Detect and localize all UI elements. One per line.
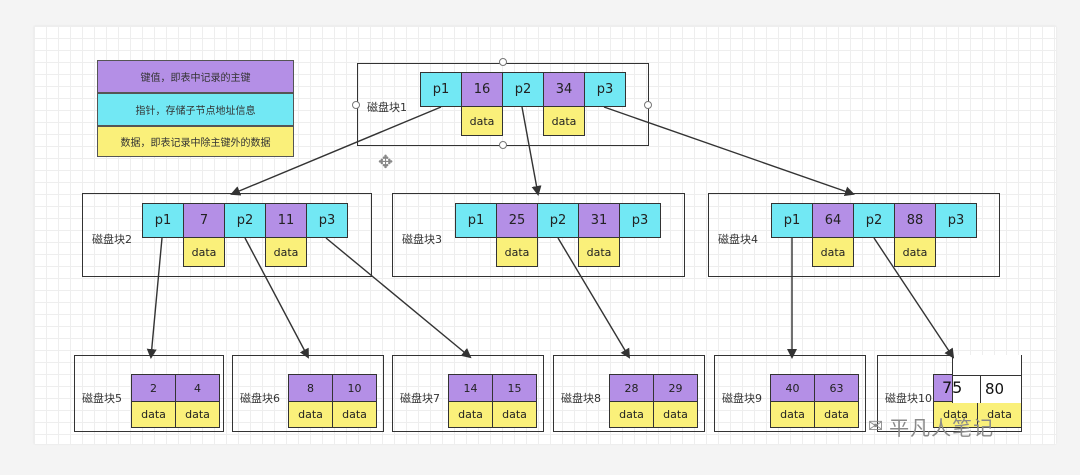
disk-block-2[interactable]	[82, 193, 372, 277]
pointer-cell: p2	[853, 203, 895, 238]
pointer-cell: p2	[537, 203, 579, 238]
pointer-cell: p3	[619, 203, 661, 238]
legend-key: 键值，即表中记录的主键	[97, 60, 294, 93]
disk-block-7-label: 磁盘块7	[400, 392, 440, 405]
data-cell: data	[894, 237, 936, 267]
disk-block-8-label: 磁盘块8	[561, 392, 601, 405]
selection-handle[interactable]	[352, 101, 360, 109]
selection-handle[interactable]	[644, 101, 652, 109]
key-cell: 31	[578, 203, 620, 238]
move-cursor-icon: ✥	[378, 152, 394, 173]
leaf-key-cell: 4	[175, 374, 220, 402]
overlay-key-80: 80	[985, 380, 1005, 398]
leaf-key-cell: 14	[448, 374, 493, 402]
leaf-data-cell: data	[492, 401, 537, 428]
leaf-key-cell: 29	[653, 374, 698, 402]
leaf-data-cell: data	[131, 401, 176, 428]
leaf-data-cell: data	[609, 401, 654, 428]
legend-data: 数据，即表记录中除主键外的数据	[97, 126, 294, 157]
legend-pointer: 指针，存储子节点地址信息	[97, 93, 294, 126]
pointer-cell: p1	[771, 203, 813, 238]
leaf-key-cell: 63	[814, 374, 859, 402]
root-pointer-cell: p3	[584, 72, 626, 107]
leaf-key-cell: 15	[492, 374, 537, 402]
disk-block-9-label: 磁盘块9	[722, 392, 762, 405]
leaf-data-cell: data	[448, 401, 493, 428]
key-cell: 7	[183, 203, 225, 238]
data-cell: data	[183, 237, 225, 267]
disk-block-2-label: 磁盘块2	[92, 233, 132, 246]
leaf-key-cell: 28	[609, 374, 654, 402]
root-key-cell: 34	[543, 72, 585, 107]
leaf-data-cell: data	[933, 401, 978, 428]
leaf-key-cell: 2	[131, 374, 176, 402]
disk-block-1-label: 磁盘块1	[367, 101, 407, 114]
leaf-key-cell: 8	[288, 374, 333, 402]
key-cell: 25	[496, 203, 538, 238]
data-cell: data	[496, 237, 538, 267]
watermark-text: 平凡人笔记	[889, 416, 995, 440]
root-pointer-cell: p2	[502, 72, 544, 107]
root-pointer-cell: p1	[420, 72, 462, 107]
leaf-data-cell: data	[332, 401, 377, 428]
data-cell: data	[265, 237, 307, 267]
overlay-key-75: 75	[942, 378, 963, 397]
leaf-data-cell: data	[653, 401, 698, 428]
leaf-key-cell: 10	[332, 374, 377, 402]
key-cell: 64	[812, 203, 854, 238]
data-cell: data	[578, 237, 620, 267]
wechat-icon: ✉	[868, 416, 884, 437]
leaf-data-cell: data	[288, 401, 333, 428]
leaf-data-cell: data	[814, 401, 859, 428]
disk-block-3-label: 磁盘块3	[402, 233, 442, 246]
leaf-key-cell: 40	[770, 374, 815, 402]
disk-block-10-label: 磁盘块10	[885, 392, 932, 405]
pointer-cell: p3	[306, 203, 348, 238]
leaf-data-cell: data	[175, 401, 220, 428]
leaf-data-cell: data	[977, 401, 1022, 428]
selection-handle[interactable]	[499, 58, 507, 66]
selection-handle[interactable]	[499, 141, 507, 149]
key-cell: 88	[894, 203, 936, 238]
key-cell: 11	[265, 203, 307, 238]
watermark: ✉ 平凡人笔记	[868, 412, 994, 441]
pointer-cell: p1	[455, 203, 497, 238]
disk-block-4-label: 磁盘块4	[718, 233, 758, 246]
leaf-data-cell: data	[770, 401, 815, 428]
disk-block-6-label: 磁盘块6	[240, 392, 280, 405]
data-cell: data	[812, 237, 854, 267]
pointer-cell: p1	[142, 203, 184, 238]
root-data-cell: data	[543, 106, 585, 136]
disk-block-5-label: 磁盘块5	[82, 392, 122, 405]
overlay-table-fragment	[952, 355, 1022, 403]
root-data-cell: data	[461, 106, 503, 136]
root-key-cell: 16	[461, 72, 503, 107]
pointer-cell: p2	[224, 203, 266, 238]
pointer-cell: p3	[935, 203, 977, 238]
